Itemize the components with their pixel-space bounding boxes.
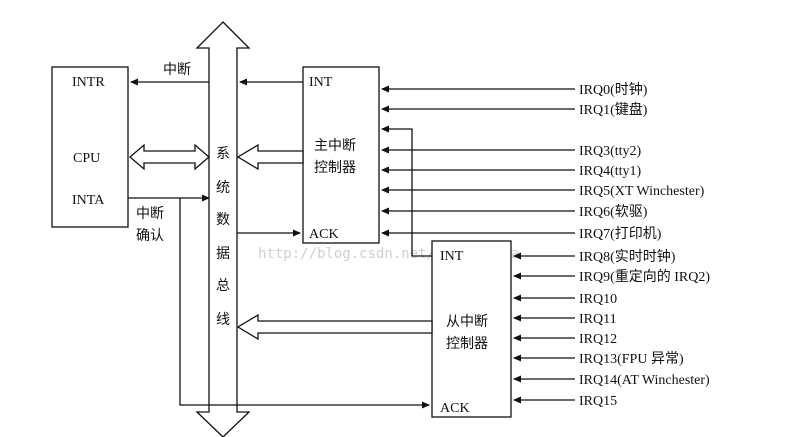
slave-irq-label: IRQ11 (579, 312, 617, 327)
master-irq-label: IRQ0(时钟) (579, 81, 648, 98)
master-irq-label: IRQ5(XT Winchester) (579, 184, 705, 199)
slave-label-line1: 从中断 (446, 314, 488, 330)
master-int-pin: INT (309, 75, 333, 90)
interrupt-label: 中断 (163, 62, 191, 78)
bus-char: 数 (216, 212, 230, 228)
slave-irq-label: IRQ14(AT Winchester) (579, 373, 710, 388)
slave-irq-label: IRQ13(FPU 异常) (579, 351, 684, 367)
master-irq-label: IRQ1(键盘) (579, 101, 648, 118)
bus-char: 线 (216, 312, 230, 328)
slave-ack-line (179, 198, 430, 409)
cpu-label: CPU (73, 151, 100, 166)
irq-lines: IRQ0(时钟) IRQ1(键盘) IRQ3(tty2) IRQ4(tty1) IRQ5… (381, 81, 710, 409)
slave-ack-pin: ACK (440, 401, 470, 416)
slave-irq-label: IRQ8(实时时钟) (579, 248, 676, 265)
cpu-bus-data-arrow (129, 143, 210, 171)
slave-irq-label: IRQ12 (579, 332, 617, 347)
master-label-line1: 主中断 (314, 138, 356, 154)
ack-label-line2: 确认 (136, 228, 164, 244)
master-bus-data-arrow (236, 143, 304, 171)
bus-char: 统 (216, 180, 230, 196)
ack-label-line1: 中断 (136, 206, 164, 222)
slave-label-line2: 控制器 (446, 336, 488, 352)
system-bus-label: 系 统 数 据 总 线 (216, 146, 230, 328)
slave-irq-label: IRQ10 (579, 292, 617, 307)
system-bus-arrow (195, 21, 251, 437)
master-irq-label: IRQ6(软驱) (579, 204, 648, 220)
master-controller-box (302, 66, 380, 244)
master-irq-label: IRQ7(打印机) (579, 225, 662, 242)
slave-int-pin: INT (440, 249, 464, 264)
bus-char: 总 (216, 278, 230, 294)
bus-char: 据 (216, 246, 230, 262)
master-label-line2: 控制器 (314, 160, 356, 176)
master-irq-label: IRQ3(tty2) (579, 144, 642, 159)
bus-char: 系 (216, 146, 230, 162)
cascade-line (381, 125, 432, 257)
master-ack-pin: ACK (309, 227, 339, 242)
cpu-intr-pin: INTR (72, 75, 105, 90)
slave-bus-data-arrow (236, 313, 433, 341)
master-irq-label: IRQ4(tty1) (579, 164, 642, 179)
slave-irq-label: IRQ15 (579, 394, 617, 409)
slave-irq-label: IRQ9(重定向的 IRQ2) (579, 269, 710, 285)
cpu-box (51, 66, 129, 228)
cpu-inta-pin: INTA (72, 193, 105, 208)
